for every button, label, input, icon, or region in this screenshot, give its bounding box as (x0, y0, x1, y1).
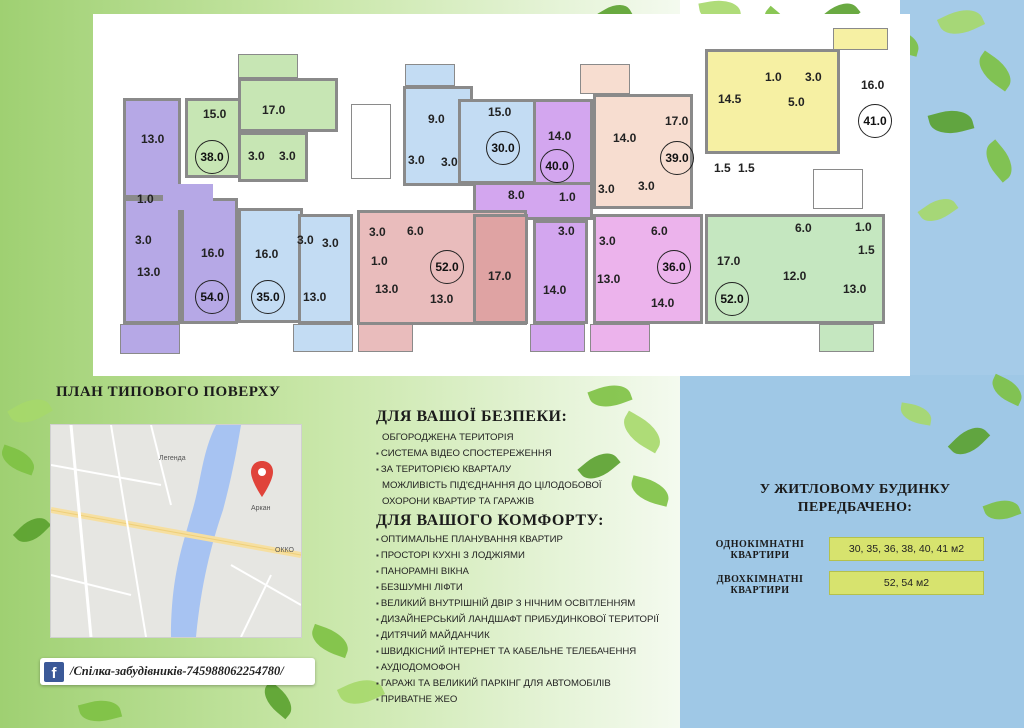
list-item: ДИТЯЧИЙ МАЙДАНЧИК (376, 628, 659, 644)
room-area: 3.0 (599, 234, 616, 248)
one-room-label: ОДНОКІМНАТНІ КВАРТИРИ (715, 539, 805, 561)
list-item: МОЖЛИВІСТЬ ПІД'ЄДНАННЯ ДО ЦІЛОДОБОВОЇ (382, 480, 602, 491)
apartment-area: 54.0 (195, 280, 229, 314)
list-item: АУДІОДОМОФОН (376, 660, 659, 676)
room-area: 16.0 (861, 78, 885, 92)
apartment-area: 36.0 (657, 250, 691, 284)
room-area: 13.0 (430, 292, 454, 306)
room-area: 14.0 (543, 283, 567, 297)
floor-plan: 13.0 15.0 17.0 1.0 3.0 3.0 3.0 13.0 16.0… (93, 14, 910, 376)
facebook-icon: f (44, 661, 64, 682)
list-item: ОХОРОНИ КВАРТИР ТА ГАРАЖІВ (382, 496, 535, 507)
room-area: 3.0 (369, 225, 386, 239)
room-area: 3.0 (322, 236, 339, 250)
room-area: 13.0 (843, 282, 867, 296)
map-graphic (51, 425, 301, 637)
map-label-legenda: Легенда (159, 455, 186, 462)
room-area: 3.0 (441, 155, 458, 169)
room-area: 3.0 (408, 153, 425, 167)
apartment-area: 52.0 (715, 282, 749, 316)
map-label-arkan: Аркан (251, 505, 271, 512)
apartment-area: 35.0 (251, 280, 285, 314)
room-area: 17.0 (488, 269, 512, 283)
room-area: 3.0 (558, 224, 575, 238)
apartment-area: 39.0 (660, 141, 694, 175)
room-area: 3.0 (638, 179, 655, 193)
room-area: 3.0 (598, 182, 615, 196)
apartment-area: 38.0 (195, 140, 229, 174)
room-area: 6.0 (407, 224, 424, 238)
list-item: ПАНОРАМНІ ВІКНА (376, 564, 659, 580)
room-area: 16.0 (201, 246, 225, 260)
map-label-okko: ОККО (275, 547, 294, 554)
list-item: БЕЗШУМНІ ЛІФТИ (376, 580, 659, 596)
room-area: 5.0 (788, 95, 805, 109)
map-pin-icon[interactable] (251, 461, 273, 497)
comfort-list: ОПТИМАЛЬНЕ ПЛАНУВАННЯ КВАРТИР ПРОСТОРІ К… (376, 532, 659, 708)
room-area: 3.0 (248, 149, 265, 163)
list-item: ШВИДКІСНИЙ ІНТЕРНЕТ ТА КАБЕЛЬНЕ ТЕЛЕБАЧЕ… (376, 644, 659, 660)
room-area: 15.0 (203, 107, 227, 121)
room-area: 13.0 (137, 265, 161, 279)
room-area: 3.0 (297, 233, 314, 247)
room-area: 17.0 (717, 254, 741, 268)
safety-title: ДЛЯ ВАШОЇ БЕЗПЕКИ: (376, 408, 568, 425)
room-area: 1.0 (371, 254, 388, 268)
room-area: 13.0 (141, 132, 165, 146)
one-room-value: 30, 35, 36, 38, 40, 41 м2 (829, 537, 984, 561)
room-area: 15.0 (488, 105, 512, 119)
plan-title: ПЛАН ТИПОВОГО ПОВЕРХУ (56, 384, 281, 400)
two-room-value: 52, 54 м2 (829, 571, 984, 595)
apartment-area: 40.0 (540, 149, 574, 183)
room-area: 13.0 (375, 282, 399, 296)
list-item: ПРИВАТНЕ ЖЕО (376, 692, 659, 708)
room-area: 17.0 (262, 103, 286, 117)
comfort-title: ДЛЯ ВАШОГО КОМФОРТУ: (376, 512, 604, 529)
room-area: 14.5 (718, 92, 742, 106)
room-area: 12.0 (783, 269, 807, 283)
room-area: 1.5 (858, 243, 875, 257)
info-title: У ЖИТЛОВОМУ БУДИНКУ ПЕРЕДБАЧЕНО: (759, 482, 951, 515)
apartment-area: 30.0 (486, 131, 520, 165)
facebook-text: /Спілка-забудівників-745988062254780/ (70, 664, 284, 678)
two-room-label: ДВОХКІМНАТНІ КВАРТИРИ (716, 574, 804, 596)
room-area: 16.0 (255, 247, 279, 261)
room-area: 13.0 (597, 272, 621, 286)
room-area: 1.5 (738, 161, 755, 175)
room-area: 1.0 (137, 192, 154, 206)
blue-background-top (900, 0, 1024, 375)
room-area: 13.0 (303, 290, 327, 304)
room-area: 6.0 (795, 221, 812, 235)
list-item: ГАРАЖІ ТА ВЕЛИКИЙ ПАРКІНГ ДЛЯ АВТОМОБІЛІ… (376, 676, 659, 692)
room-area: 3.0 (805, 70, 822, 84)
room-area: 6.0 (651, 224, 668, 238)
room-area: 1.0 (855, 220, 872, 234)
room-area: 14.0 (613, 131, 637, 145)
list-item: ОБГОРОДЖЕНА ТЕРИТОРІЯ (382, 432, 514, 443)
facebook-link[interactable]: f /Спілка-забудівників-745988062254780/ (40, 658, 315, 685)
room-area: 17.0 (665, 114, 689, 128)
list-item: ЗА ТЕРИТОРІЄЮ КВАРТАЛУ (376, 462, 602, 478)
safety-list: ОБГОРОДЖЕНА ТЕРИТОРІЯ СИСТЕМА ВІДЕО СПОС… (376, 430, 602, 510)
list-item: ДИЗАЙНЕРСЬКИЙ ЛАНДШАФТ ПРИБУДИНКОВОЇ ТЕР… (376, 612, 659, 628)
room-area: 3.0 (135, 233, 152, 247)
list-item: ОПТИМАЛЬНЕ ПЛАНУВАННЯ КВАРТИР (376, 532, 659, 548)
list-item: ВЕЛИКИЙ ВНУТРІШНІЙ ДВІР З НІЧНИМ ОСВІТЛЕ… (376, 596, 659, 612)
room-area: 1.0 (559, 190, 576, 204)
room-area: 14.0 (548, 129, 572, 143)
room-area: 8.0 (508, 188, 525, 202)
apartment-area: 41.0 (858, 104, 892, 138)
room-area: 14.0 (651, 296, 675, 310)
room-area: 1.0 (765, 70, 782, 84)
apartment-area: 52.0 (430, 250, 464, 284)
list-item: СИСТЕМА ВІДЕО СПОСТЕРЕЖЕННЯ (376, 446, 602, 462)
list-item: ПРОСТОРІ КУХНІ З ЛОДЖІЯМИ (376, 548, 659, 564)
room-area: 9.0 (428, 112, 445, 126)
location-map[interactable]: Легенда Аркан ОККО (50, 424, 302, 638)
room-area: 3.0 (279, 149, 296, 163)
room-area: 1.5 (714, 161, 731, 175)
